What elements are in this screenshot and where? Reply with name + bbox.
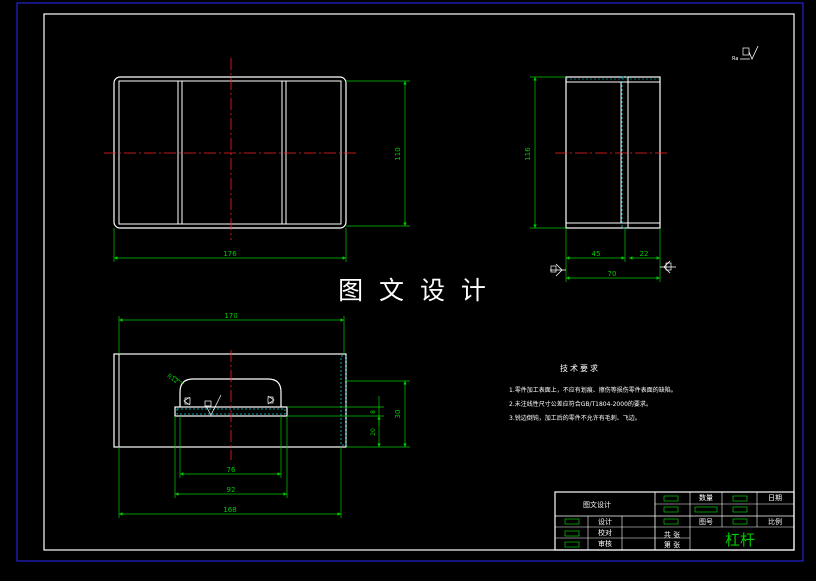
bottom-rib-hatch — [176, 408, 286, 415]
sheet-border — [16, 2, 804, 562]
roughness-symbol-left — [550, 263, 566, 277]
bottom-dim-total: 168 — [223, 506, 236, 514]
bottom-dim-top: 170 — [224, 312, 237, 320]
front-outline — [113, 76, 347, 229]
tech-req-item-1: 1.零件加工表面上，不应有划痕、擦伤等损伤零件表面的缺陷。 — [509, 386, 677, 394]
bottom-dim-h2: 20 — [370, 428, 377, 436]
drawing-frame — [43, 13, 795, 551]
tech-requirements: 技术要求 1.零件加工表面上，不应有划痕、擦伤等损伤零件表面的缺陷。 2.未注线… — [509, 363, 677, 422]
bottom-dim-inner: 76 — [227, 466, 236, 474]
roughness-general-label: Ra — [732, 56, 738, 62]
front-dim-width: 176 — [223, 250, 237, 258]
tech-req-item-2: 2.未注线性尺寸公差应符合GB/T1804-2000的要求。 — [509, 400, 652, 408]
roughness-general: Ra — [732, 45, 759, 62]
front-view: 176 110 — [104, 58, 410, 262]
tech-req-item-3: 3.锐边倒钝，加工后的零件不允许有毛刺、飞边。 — [509, 414, 641, 422]
bottom-dim-h1: 8 — [370, 410, 377, 414]
bottom-view: R12 170 76 92 168 8 20 30 — [113, 312, 410, 518]
bottom-dim-mid: 92 — [227, 486, 236, 494]
bottom-outline — [113, 353, 347, 448]
side-dim-right: 22 — [640, 250, 649, 258]
tb-checker: 校对 — [598, 528, 612, 537]
tb-sheet: 共 张 — [664, 530, 680, 539]
tech-req-title: 技术要求 — [560, 363, 600, 373]
title-block-border — [554, 491, 795, 551]
title-block: 图文设计 数量 日期 图号 比例 设计 校对 审核 共 张 第 张 杠杆 — [554, 491, 795, 551]
tb-designer: 设计 — [598, 517, 612, 526]
tb-ratio: 比例 — [768, 517, 782, 526]
tb-stage: 日期 — [768, 494, 782, 502]
front-dim-height: 110 — [394, 147, 402, 160]
bottom-hatch-right — [340, 355, 347, 446]
side-dim-inner: 45 — [592, 250, 601, 258]
side-dim-height: 116 — [524, 147, 532, 161]
tb-approver: 审核 — [598, 539, 612, 548]
side-dim-total: 70 — [608, 270, 617, 278]
bottom-dim-h3: 30 — [394, 410, 402, 419]
side-hatch-strip — [621, 76, 629, 229]
bottom-roughness-2 — [204, 394, 222, 416]
side-view: 116 45 22 70 — [524, 76, 676, 282]
bottom-radius-leader — [173, 375, 185, 385]
front-inner — [118, 80, 342, 225]
tb-sheet-of: 第 张 — [664, 540, 680, 549]
watermark-text: 图 文 设 计 — [338, 276, 490, 305]
tb-weight: 数量 — [699, 493, 713, 502]
tb-part-name: 杠杆 — [725, 531, 755, 549]
bottom-roughness-1 — [183, 396, 191, 406]
bottom-roughness-3 — [267, 395, 275, 405]
tb-company: 图文设计 — [583, 500, 611, 509]
tb-drawing-no: 图号 — [699, 518, 713, 526]
side-outline — [565, 76, 661, 229]
roughness-symbol-right — [660, 260, 676, 274]
bottom-slot — [179, 378, 282, 407]
